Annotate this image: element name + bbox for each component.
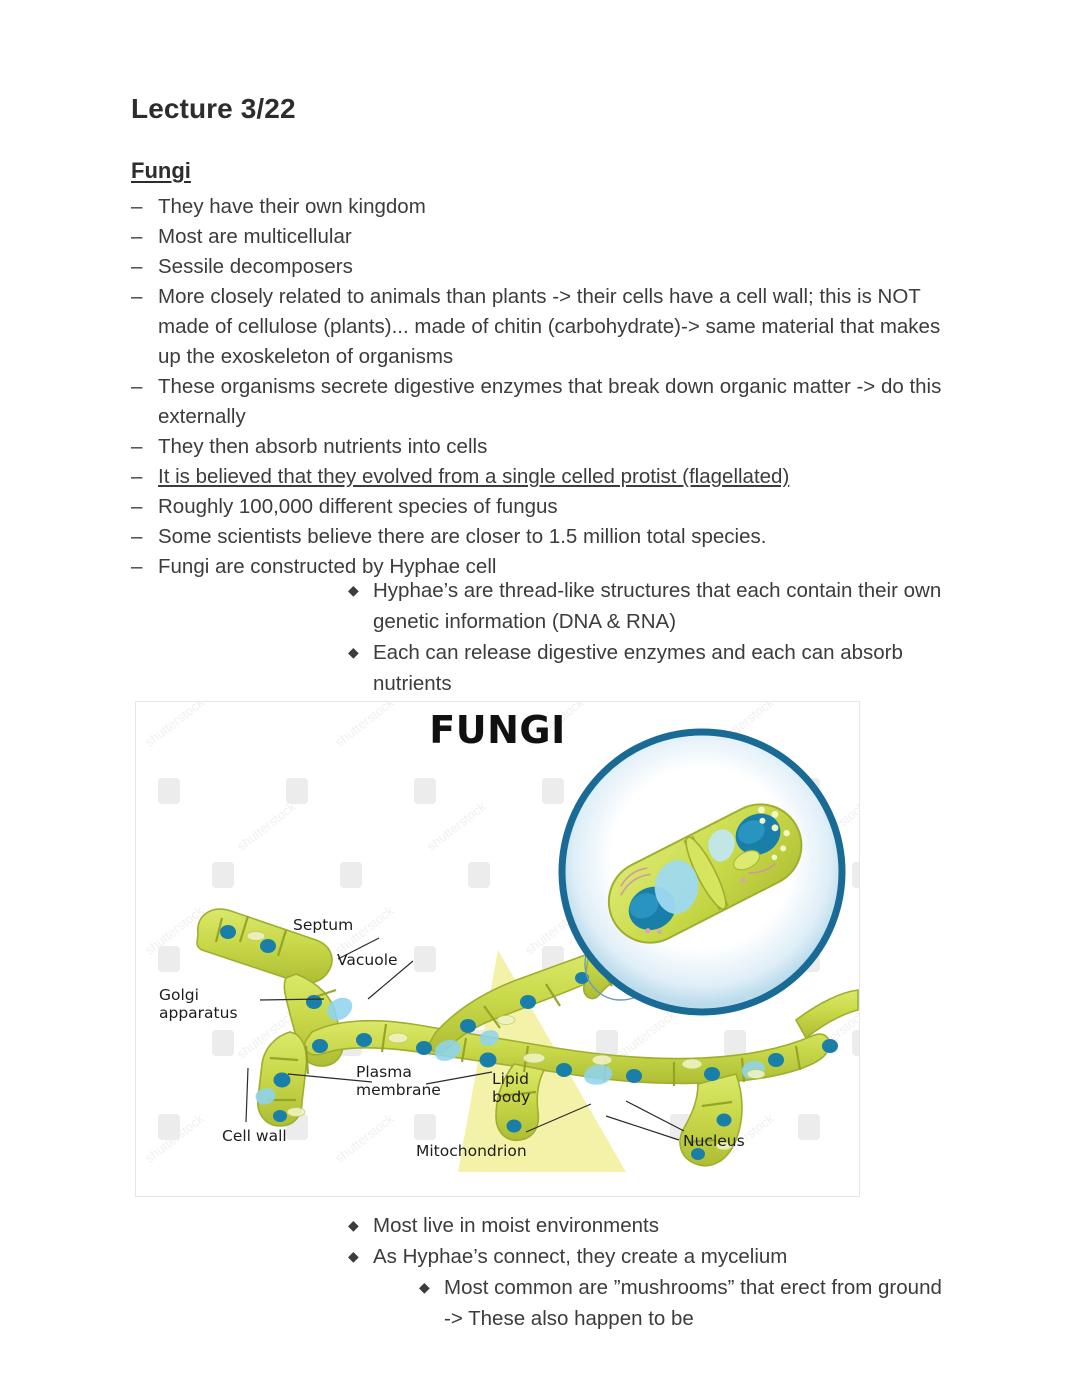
bullet-marker: – — [131, 435, 143, 458]
figure-label-plasma-membrane: Plasma membrane — [356, 1063, 441, 1099]
main-bullet-list: –They have their own kingdom–Most are mu… — [131, 192, 961, 582]
figure-label-mitochondrion: Mitochondrion — [416, 1142, 527, 1160]
list-item: –More closely related to animals than pl… — [131, 282, 961, 372]
list-item: –These organisms secrete digestive enzym… — [131, 372, 961, 432]
figure-label-lipid-body: Lipid body — [492, 1070, 530, 1106]
list-item-text: As Hyphae’s connect, they create a mycel… — [373, 1245, 788, 1268]
list-item-text: Some scientists believe there are closer… — [158, 525, 767, 548]
list-item: –Sessile decomposers — [131, 252, 961, 282]
figure-title: FUNGI — [429, 708, 566, 752]
list-item: –Fungi are constructed by Hyphae cell — [131, 552, 961, 582]
golgi-line-1: Golgi — [159, 986, 199, 1004]
list-item-text: Most are multicellular — [158, 225, 352, 248]
bullet-marker: – — [131, 225, 143, 248]
figure-label-vacuole: Vacuole — [337, 951, 398, 969]
figure-label-golgi-apparatus: Golgi apparatus — [159, 986, 238, 1022]
lipid-line-2: body — [492, 1088, 531, 1106]
list-item: ◆ Each can release digestive enzymes and … — [348, 637, 948, 699]
figure-label-cell-wall: Cell wall — [222, 1127, 287, 1145]
bullet-marker: – — [131, 255, 143, 278]
figure-label-nucleus: Nucleus — [683, 1132, 745, 1150]
list-item-text: They have their own kingdom — [158, 195, 426, 218]
list-item: ◆ Most common are ”mushrooms” that erect … — [419, 1272, 948, 1334]
list-item: ◆ Most live in moist environments — [348, 1210, 948, 1241]
list-item: ◆ As Hyphae’s connect, they create a myce… — [348, 1241, 948, 1272]
section-heading: Fungi — [131, 158, 191, 183]
list-item-text: They then absorb nutrients into cells — [158, 435, 488, 458]
bullet-marker: ◆ — [348, 1217, 359, 1233]
sub-bullet-list-above-image: ◆ Hyphae’s are thread-like structures tha… — [348, 575, 948, 699]
list-item-text: Roughly 100,000 different species of fun… — [158, 495, 558, 518]
plasma-line-1: Plasma — [356, 1063, 412, 1081]
bullet-marker: ◆ — [348, 644, 359, 660]
list-item-text: More closely related to animals than pla… — [158, 285, 941, 368]
bullet-marker: – — [131, 195, 143, 218]
figure-label-septum: Septum — [293, 916, 354, 934]
bullet-marker: ◆ — [348, 1248, 359, 1264]
lipid-line-1: Lipid — [492, 1070, 529, 1088]
list-item: –It is believed that they evolved from a… — [131, 462, 961, 492]
magnified-cell-inset — [558, 728, 846, 1016]
list-item-text: Fungi are constructed by Hyphae cell — [158, 555, 497, 578]
list-item-text: Most live in moist environments — [373, 1214, 659, 1237]
list-item: –They then absorb nutrients into cells — [131, 432, 961, 462]
list-item: –Most are multicellular — [131, 222, 961, 252]
list-item-text: These organisms secrete digestive enzyme… — [158, 375, 942, 428]
fungi-illustration — [196, 728, 859, 1172]
page-title: Lecture 3/22 — [131, 93, 296, 124]
bullet-marker: – — [131, 465, 143, 488]
plasma-line-2: membrane — [356, 1081, 441, 1099]
list-item-text: It is believed that they evolved from a … — [158, 465, 790, 488]
list-item-text: Sessile decomposers — [158, 255, 353, 278]
bullet-marker: – — [131, 525, 143, 548]
bullet-marker: – — [131, 285, 143, 308]
bullet-marker: – — [131, 555, 143, 578]
golgi-line-2: apparatus — [159, 1004, 238, 1022]
bullet-marker: – — [131, 495, 143, 518]
list-item-text: Each can release digestive enzymes and e… — [373, 641, 903, 695]
list-item-text: Hyphae’s are thread-like structures that… — [373, 579, 942, 633]
list-item: ◆ Hyphae’s are thread-like structures tha… — [348, 575, 948, 637]
bullet-marker: ◆ — [348, 582, 359, 598]
list-item: –Roughly 100,000 different species of fu… — [131, 492, 961, 522]
list-item-text: Most common are ”mushrooms” that erect f… — [444, 1276, 942, 1330]
bullet-marker: ◆ — [419, 1279, 430, 1295]
sub-bullet-list-below-image: ◆ Most live in moist environments ◆ As Hyph… — [348, 1210, 948, 1334]
list-item: –They have their own kingdom — [131, 192, 961, 222]
bullet-marker: – — [131, 375, 143, 398]
list-item: –Some scientists believe there are close… — [131, 522, 961, 552]
